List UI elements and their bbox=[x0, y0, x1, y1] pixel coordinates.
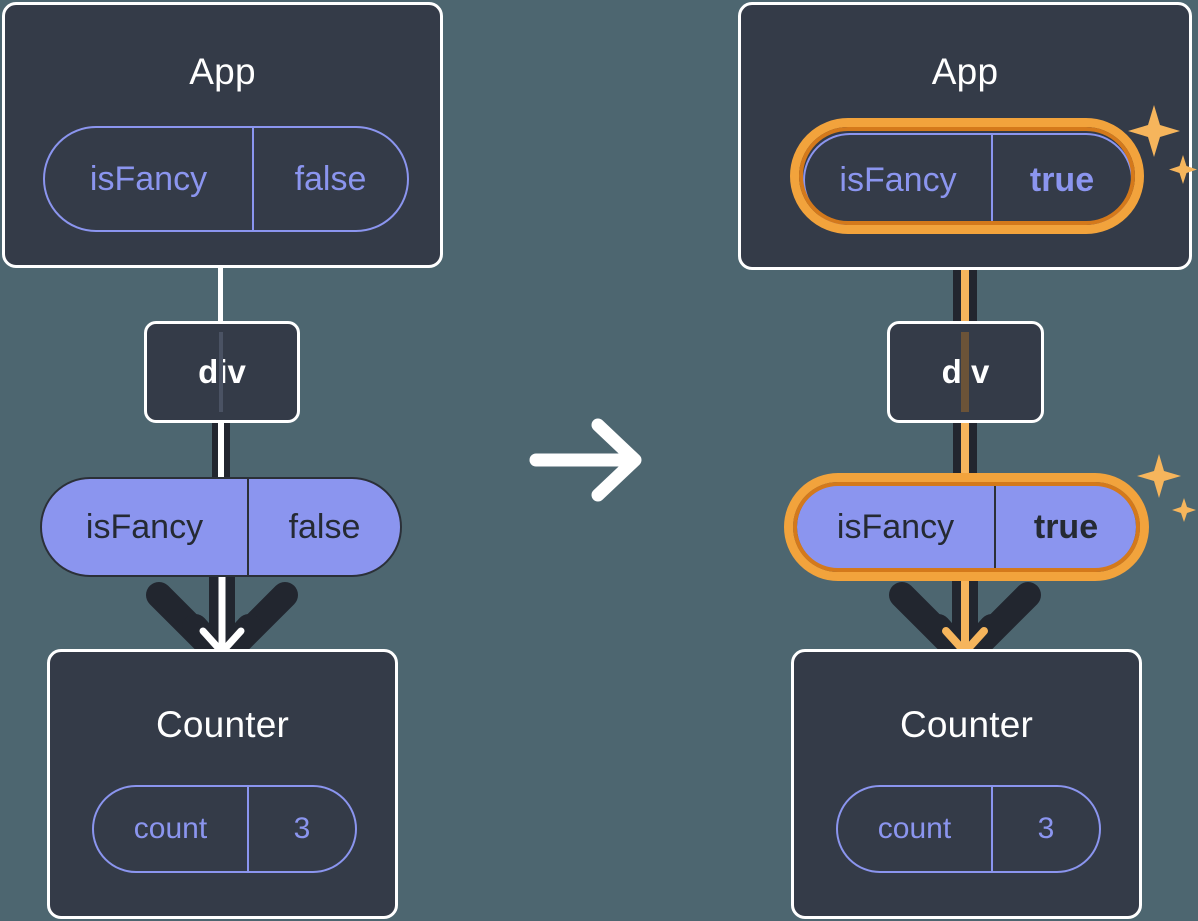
counter-state-pill-key-before: count bbox=[133, 812, 208, 845]
div-node-inner-rail-before bbox=[219, 332, 223, 412]
connector-app-to-div-after-left bbox=[953, 228, 961, 328]
connector-div-to-prop-before-left bbox=[212, 418, 218, 498]
connector-rail-before-upper bbox=[218, 418, 224, 498]
app-state-pill-value-before: false bbox=[252, 128, 407, 230]
sparkle-icon-app-after bbox=[1128, 105, 1197, 184]
app-state-pill-after[interactable]: isFancy true bbox=[803, 133, 1133, 227]
counter-state-pill-after[interactable]: count 3 bbox=[836, 785, 1101, 873]
counter-state-pill-key-after: count bbox=[877, 812, 952, 845]
connector-div-to-prop-after-right bbox=[969, 418, 977, 498]
counter-component-box-after: Counter count 3 bbox=[791, 649, 1142, 919]
prop-pill-value-after: true bbox=[994, 485, 1136, 569]
counter-state-pill-before[interactable]: count 3 bbox=[92, 785, 357, 873]
app-state-pill-value-after: true bbox=[991, 135, 1131, 225]
connector-app-to-div-before bbox=[218, 266, 223, 326]
prop-pill-after[interactable]: isFancy true bbox=[795, 483, 1138, 571]
counter-state-pill-value-before: 3 bbox=[247, 787, 355, 871]
app-component-box-after: App isFancy true bbox=[738, 2, 1192, 270]
prop-pill-key-after: isFancy bbox=[836, 507, 955, 546]
connector-div-to-prop-before-right bbox=[224, 418, 230, 498]
app-component-box-before: App isFancy false bbox=[2, 2, 443, 268]
connector-app-to-div-after-rail bbox=[961, 228, 969, 328]
counter-component-box-before: Counter count 3 bbox=[47, 649, 398, 919]
app-state-pill-before[interactable]: isFancy false bbox=[43, 126, 409, 232]
connector-app-to-div-after-right bbox=[969, 228, 977, 328]
counter-title-before: Counter bbox=[155, 704, 290, 745]
prop-pill-key-before: isFancy bbox=[85, 507, 204, 546]
app-title-after: App bbox=[931, 51, 999, 92]
connector-div-to-prop-after-left bbox=[953, 418, 961, 498]
div-node-inner-rail-after bbox=[961, 332, 969, 412]
prop-pill-before[interactable]: isFancy false bbox=[40, 477, 402, 577]
connector-div-to-prop-after-rail bbox=[961, 418, 969, 498]
counter-state-pill-value-after: 3 bbox=[991, 787, 1099, 871]
transition-arrow-right-icon bbox=[529, 418, 642, 502]
app-state-pill-key-before: isFancy bbox=[89, 159, 208, 198]
app-state-pill-key-after: isFancy bbox=[839, 160, 957, 199]
sparkle-icon-prop-after bbox=[1137, 454, 1196, 522]
prop-pill-value-before: false bbox=[247, 479, 400, 575]
counter-title-after: Counter bbox=[899, 704, 1034, 745]
app-title-before: App bbox=[189, 51, 256, 92]
